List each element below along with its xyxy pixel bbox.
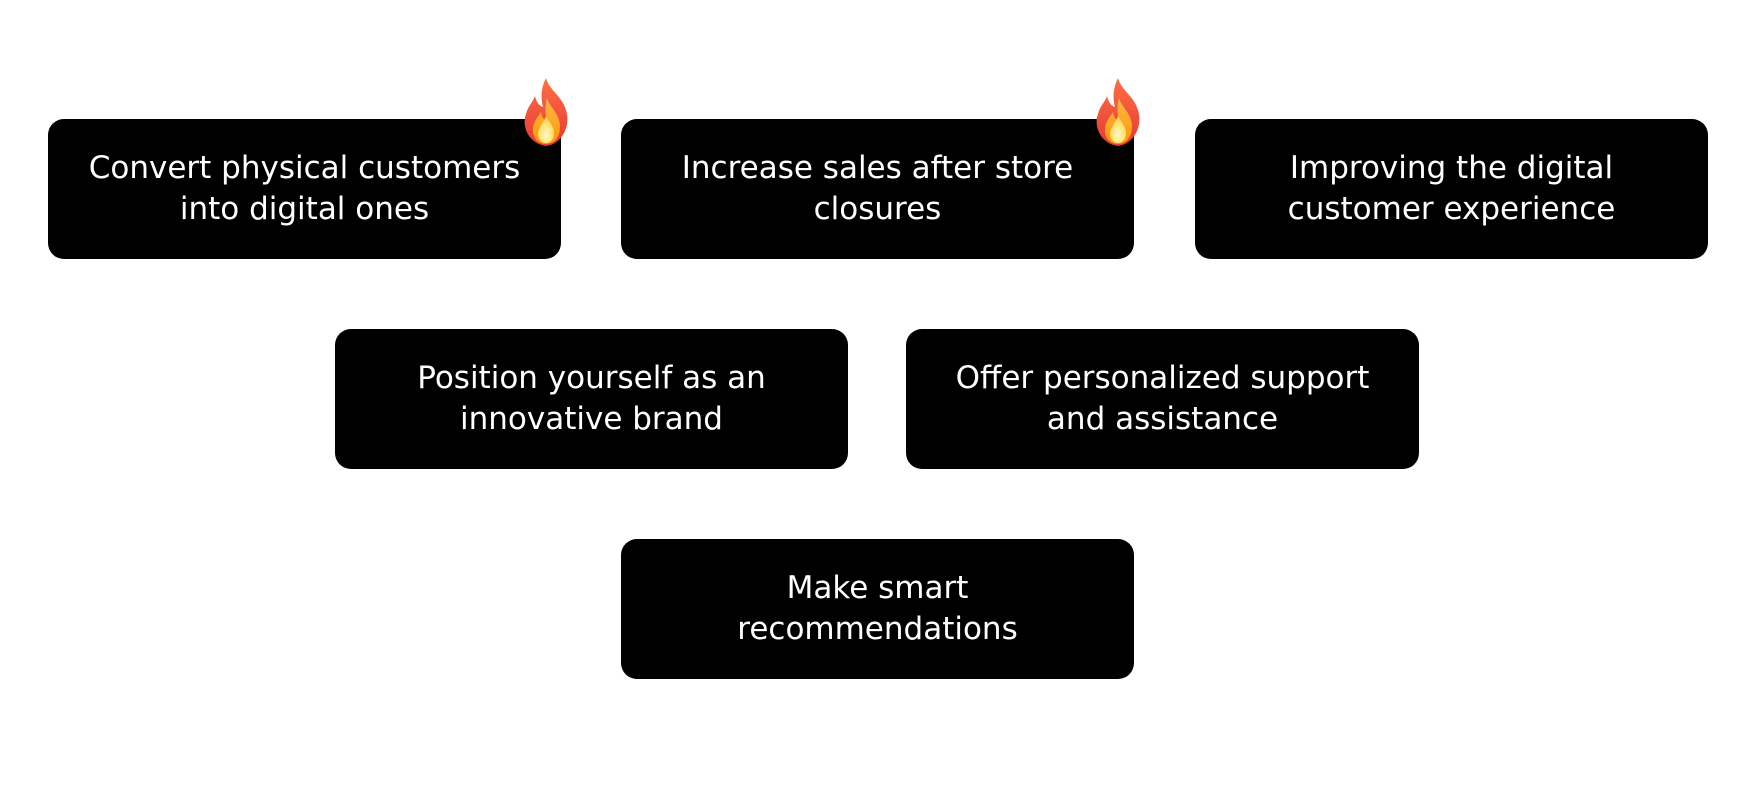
goal-card-label-line: Increase sales after store — [681, 150, 1074, 186]
goal-card-label-line: into digital ones — [179, 191, 430, 227]
fire-icon — [1096, 78, 1140, 146]
goal-card-label: Position yourself as an innovative brand — [417, 358, 766, 440]
goal-card-label: Improving the digital customer experienc… — [1288, 148, 1616, 230]
goal-card-label: Increase sales after store closures — [682, 148, 1073, 230]
goal-card-label-line: and assistance — [1046, 401, 1279, 437]
goal-card-label-line: Position yourself as an — [417, 360, 766, 396]
goal-card-label: Make smart recommendations — [737, 568, 1017, 650]
goal-card-improve-experience: Improving the digital customer experienc… — [1195, 119, 1708, 259]
goal-card-label-line: Offer personalized support — [955, 360, 1370, 396]
goal-card-label-line: customer experience — [1287, 191, 1616, 227]
goal-card-label-line: innovative brand — [459, 401, 723, 437]
goal-card-label-line: Improving the digital — [1289, 150, 1614, 186]
goal-card-label-line: recommendations — [737, 611, 1018, 647]
goal-card-convert-customers: Convert physical customers into digital … — [48, 119, 561, 259]
goal-card-personalized-support: Offer personalized support and assistanc… — [906, 329, 1419, 469]
goal-card-innovative-brand: Position yourself as an innovative brand — [335, 329, 848, 469]
goal-card-smart-recommendations: Make smart recommendations — [621, 539, 1134, 679]
goal-card-label: Convert physical customers into digital … — [89, 148, 521, 230]
goal-card-label-line: Make smart — [786, 570, 969, 606]
goal-card-label-line: Convert physical customers — [88, 150, 521, 186]
fire-icon — [524, 78, 568, 146]
goal-card-label-line: closures — [813, 191, 942, 227]
goal-card-label: Offer personalized support and assistanc… — [956, 358, 1370, 440]
goal-card-increase-sales: Increase sales after store closures — [621, 119, 1134, 259]
